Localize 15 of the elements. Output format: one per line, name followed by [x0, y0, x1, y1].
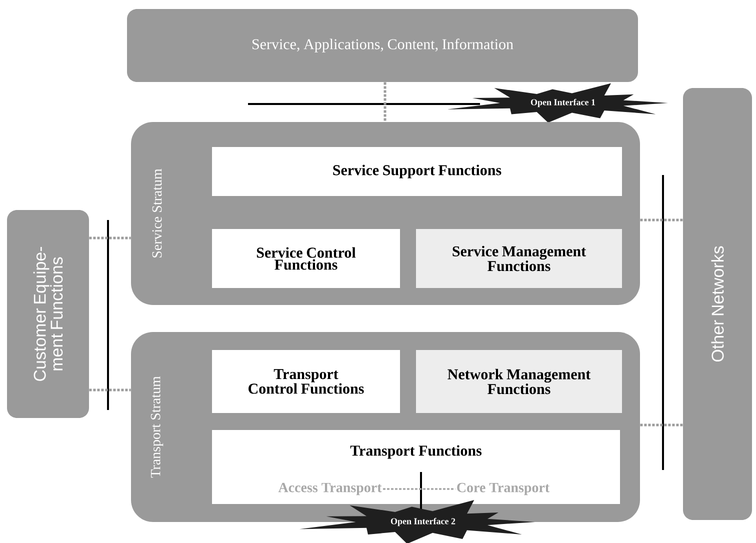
network-box: Other Networks: [683, 88, 752, 520]
connector-line: [382, 488, 456, 490]
connector-line: [640, 424, 683, 426]
interface-starburst: Open Interface 1: [447, 83, 668, 123]
function-box: Service Management Functions: [416, 229, 622, 288]
function-box: Network Management Functions: [416, 350, 622, 413]
connector-line: [89, 388, 131, 392]
function-box: Service Support Functions: [212, 147, 622, 196]
connector-line: [89, 236, 131, 240]
connector-line: [384, 82, 386, 122]
function-box: Transport Control Functions: [212, 350, 400, 413]
connector-line: [640, 218, 683, 222]
function-box: Customer Equipe- ment Functions: [7, 210, 89, 418]
layer-box: Service, Applications, Content, Information: [127, 9, 638, 82]
function-box: Service Control Functions: [212, 229, 400, 288]
